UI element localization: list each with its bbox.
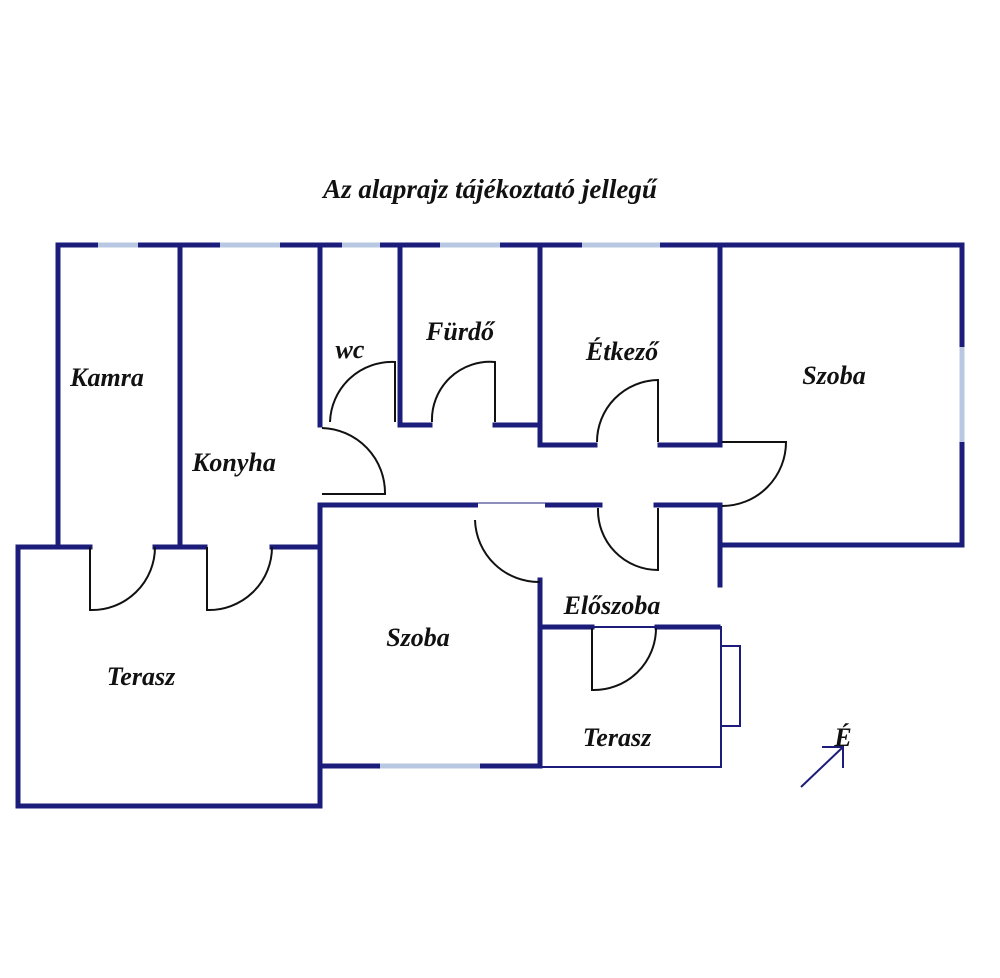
door-etkezo [596,378,659,443]
wall-gap-artifact [478,428,545,513]
north-arrow: É [800,723,852,788]
door-szoba-right [721,441,788,507]
label-szoba-center: Szoba [386,623,450,652]
small-terrace-outline [540,626,741,768]
door-szoba-center [474,519,541,584]
outer-walls [15,242,965,809]
label-terasz-small: Terasz [583,723,652,752]
door-entrance [591,627,657,692]
label-wc: wc [336,335,365,364]
north-label: É [833,723,851,752]
label-terasz-left: Terasz [107,662,176,691]
door-konyha-corridor [321,427,387,495]
label-kamra: Kamra [69,363,144,392]
label-eloszoba: Előszoba [563,591,661,620]
plan-title: Az alaprajz tájékoztató jellegű [321,174,658,204]
windows [98,242,965,769]
doors [89,360,788,692]
door-kamra [89,546,156,612]
door-corridor [596,507,659,572]
door-konyha [206,546,273,612]
label-szoba-right: Szoba [802,361,866,390]
room-labels: Kamra Konyha wc Fürdő Étkező Szoba Szoba… [69,317,866,752]
label-konyha: Konyha [191,448,276,477]
north-arrow-shaft [800,746,844,788]
label-etkezo: Étkező [585,337,660,366]
door-furdo [430,360,496,423]
label-furdo: Fürdő [425,317,496,346]
north-arrow-head [822,746,844,768]
door-wc [329,360,396,423]
